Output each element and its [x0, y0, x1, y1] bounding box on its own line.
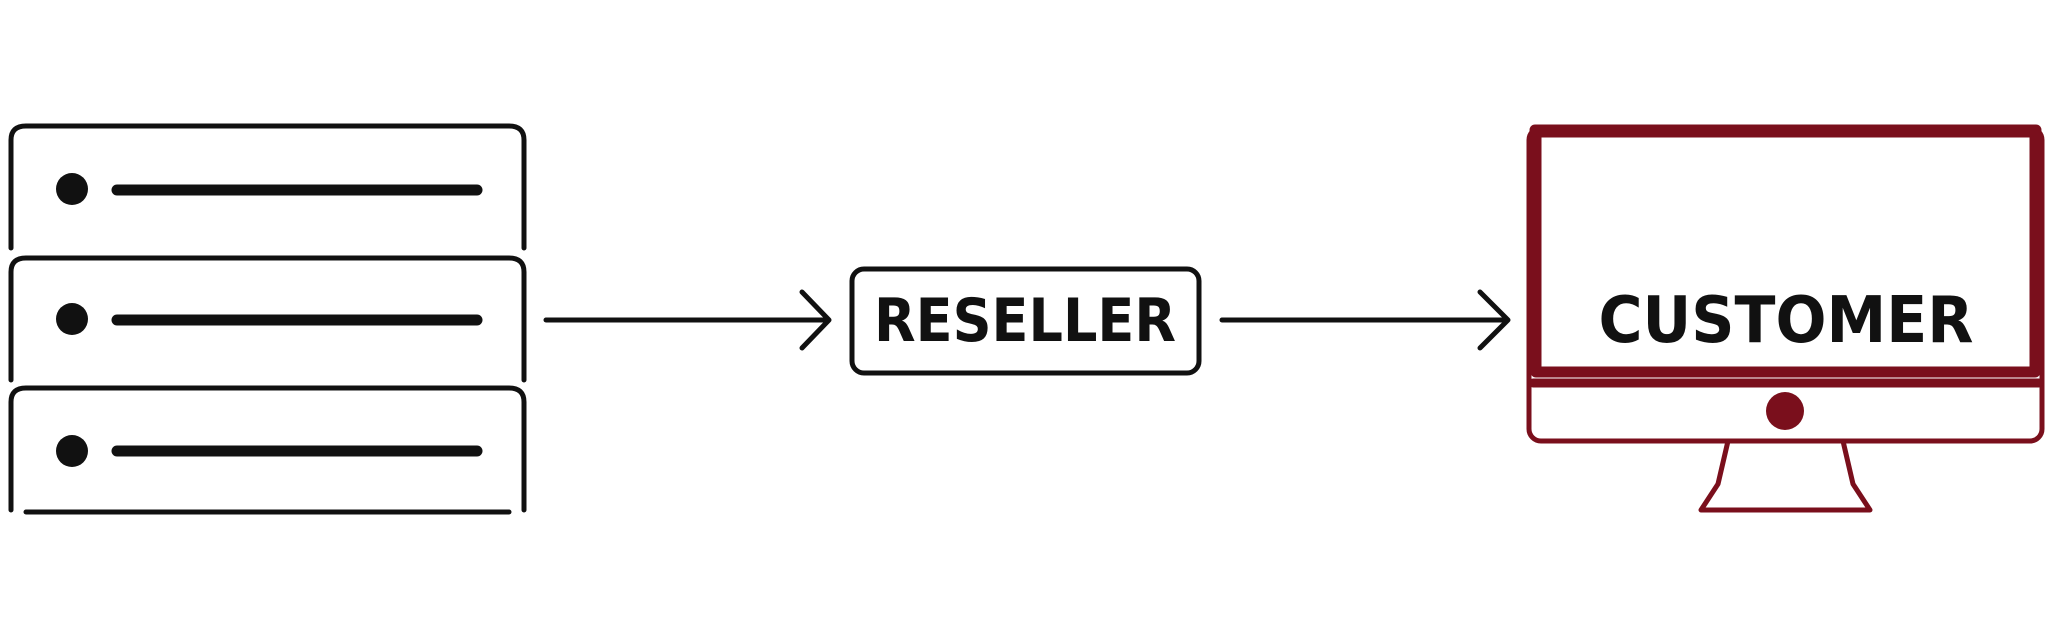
reseller-label: RESELLER [874, 286, 1176, 356]
server-unit-1 [8, 123, 527, 251]
arrow-head-2 [1477, 289, 1511, 351]
server-unit-3 [8, 385, 527, 513]
reseller-node: RESELLER [849, 266, 1202, 376]
server-led-3 [56, 435, 88, 467]
monitor-screen [1530, 126, 2041, 378]
customer-label: CUSTOMER [1599, 284, 1974, 358]
server-stack-icon [8, 123, 527, 515]
arrow-server-to-reseller [543, 289, 832, 351]
server-unit-2 [8, 255, 527, 383]
arrow-reseller-to-customer [1219, 289, 1511, 351]
server-led-1 [56, 173, 88, 205]
monitor-power-button [1766, 392, 1804, 430]
monitor-stand [1698, 438, 1873, 513]
arrow-head-1 [799, 289, 832, 351]
reseller-box [849, 266, 1202, 376]
desktop-monitor-icon: CUSTOMER [1526, 124, 2045, 513]
server-led-2 [56, 303, 88, 335]
